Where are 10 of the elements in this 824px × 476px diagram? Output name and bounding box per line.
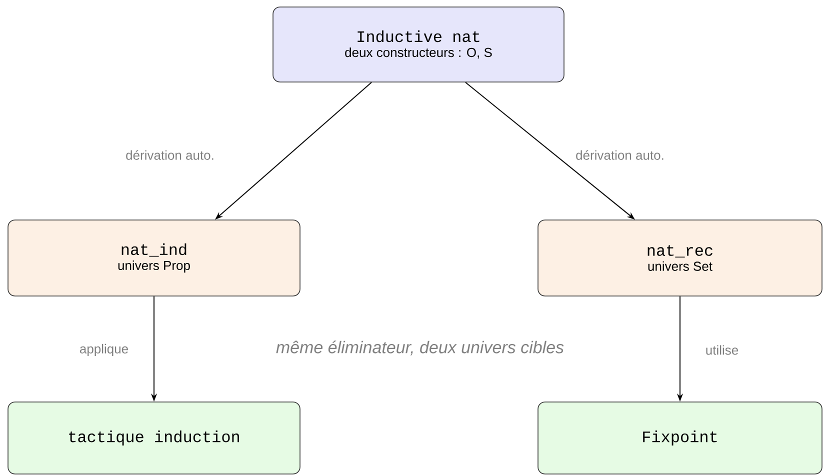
process-box: nat_rec univers Set: [538, 220, 822, 296]
edge-label: applique: [78, 342, 130, 358]
edge-label: utilise: [704, 344, 740, 356]
process-box: nat_ind univers Prop: [8, 220, 300, 296]
edge-label: dérivation auto.: [574, 148, 666, 162]
edge-label: dérivation auto.: [124, 148, 216, 162]
process-box: tactique induction: [8, 402, 300, 474]
process-box: Inductive nat deux constructeurs : O, S: [272, 6, 564, 82]
note-text: même éliminateur, deux univers cibles: [276, 340, 564, 356]
process-box: Fixpoint: [538, 402, 822, 474]
